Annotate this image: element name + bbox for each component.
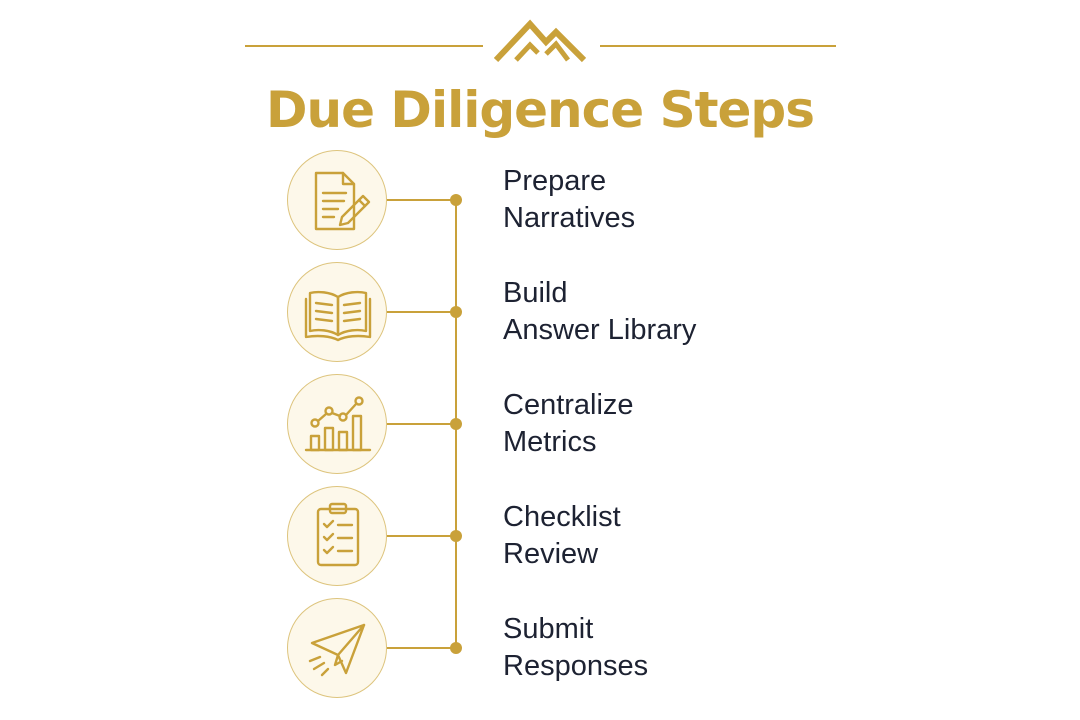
step-connector bbox=[387, 647, 455, 649]
step-label: Checklist Review bbox=[503, 499, 833, 573]
timeline-dot bbox=[450, 642, 462, 654]
step-build-answer-library: Build Answer Library bbox=[0, 262, 1080, 362]
step-label-line1: Prepare bbox=[503, 165, 607, 197]
step-label-line1: Centralize bbox=[503, 389, 634, 421]
mountain-logo-icon bbox=[494, 19, 586, 63]
step-prepare-narratives: Prepare Narratives bbox=[0, 150, 1080, 250]
header-rule-right bbox=[600, 45, 836, 47]
step-label: Prepare Narratives bbox=[503, 163, 833, 237]
step-label-line2: Metrics bbox=[503, 426, 597, 458]
step-connector bbox=[387, 199, 455, 201]
step-label-line2: Responses bbox=[503, 650, 649, 682]
timeline-dot bbox=[450, 306, 462, 318]
step-connector bbox=[387, 311, 455, 313]
step-label-line2: Narratives bbox=[503, 202, 636, 234]
clipboard-checklist-icon bbox=[316, 502, 360, 567]
step-label-line1: Checklist bbox=[503, 501, 621, 533]
timeline-dot bbox=[450, 530, 462, 542]
step-centralize-metrics: Centralize Metrics bbox=[0, 374, 1080, 474]
step-icon-circle bbox=[287, 150, 387, 250]
step-label: Centralize Metrics bbox=[503, 387, 833, 461]
document-pencil-icon bbox=[314, 171, 371, 231]
header-rule-left bbox=[245, 45, 483, 47]
step-connector bbox=[387, 423, 455, 425]
step-checklist-review: Checklist Review bbox=[0, 486, 1080, 586]
step-label-line2: Review bbox=[503, 538, 599, 570]
step-submit-responses: Submit Responses bbox=[0, 598, 1080, 698]
step-connector bbox=[387, 535, 455, 537]
timeline-dot bbox=[450, 418, 462, 430]
step-label: Submit Responses bbox=[503, 611, 833, 685]
bar-chart-icon bbox=[304, 396, 372, 452]
step-label-line2: Answer Library bbox=[503, 314, 697, 346]
step-icon-circle bbox=[287, 598, 387, 698]
step-label-line1: Build bbox=[503, 277, 568, 309]
step-label: Build Answer Library bbox=[503, 275, 833, 349]
step-label-line1: Submit bbox=[503, 613, 594, 645]
step-icon-circle bbox=[287, 262, 387, 362]
step-icon-circle bbox=[287, 486, 387, 586]
step-icon-circle bbox=[287, 374, 387, 474]
page-title: Due Diligence Steps bbox=[266, 81, 815, 139]
open-book-icon bbox=[304, 290, 372, 342]
paper-plane-icon bbox=[308, 623, 366, 677]
timeline-dot bbox=[450, 194, 462, 206]
